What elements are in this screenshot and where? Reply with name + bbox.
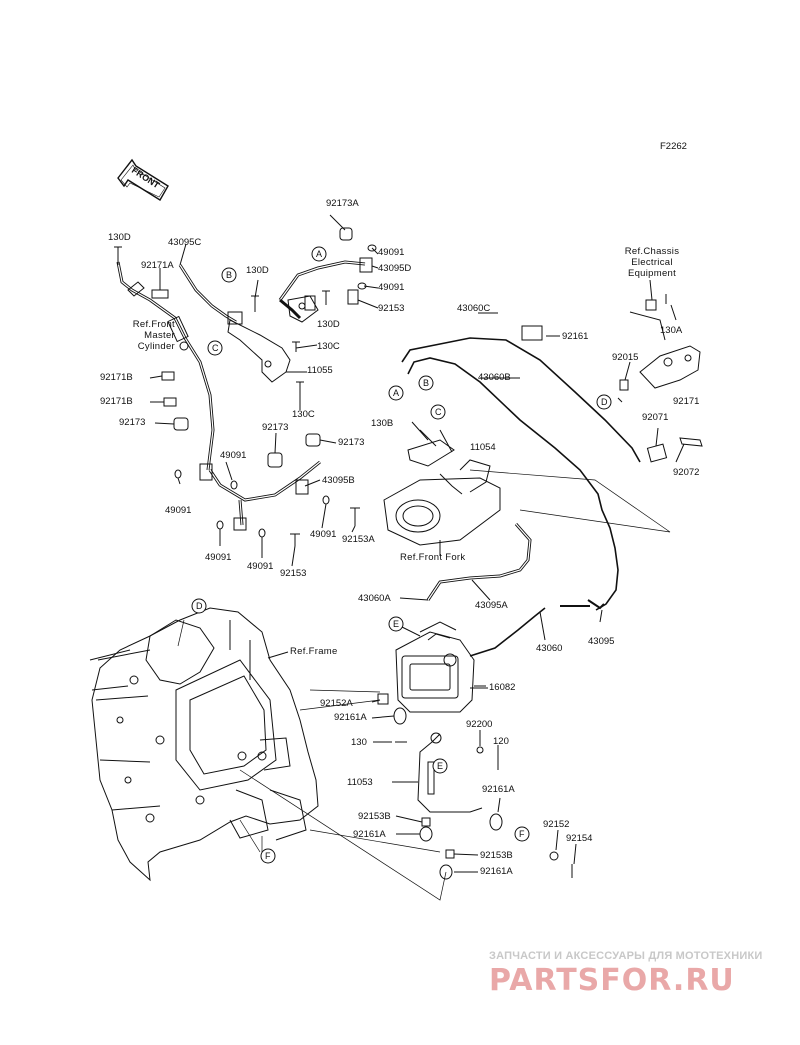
part-92072: 92072 — [673, 467, 700, 478]
part-92153a-a: 92153A — [342, 534, 375, 545]
callout-c-mid: C — [430, 404, 446, 420]
part-49091-c: 49091 — [220, 450, 247, 461]
abs-unit — [395, 621, 486, 713]
part-130: 130 — [351, 737, 367, 748]
left-brake-hoses — [114, 214, 379, 567]
part-92153b-a: 92153B — [358, 811, 391, 822]
part-49091-g: 49091 — [247, 561, 274, 572]
callout-a-mid-label: A — [393, 388, 399, 398]
part-130d-a: 130D — [108, 232, 131, 243]
callout-a-top: A — [311, 246, 327, 262]
front-fork — [383, 421, 501, 556]
part-92173-b: 92173 — [262, 422, 289, 433]
part-92173-c: 92173 — [338, 437, 365, 448]
part-43060a: 43060A — [358, 593, 391, 604]
part-130c-b: 130C — [292, 409, 315, 420]
part-120: 120 — [493, 736, 509, 747]
callout-d-frame: D — [191, 598, 207, 614]
watermark-brand: PARTSFOR.RU — [489, 963, 735, 998]
watermark-tagline: ЗАПЧАСТИ И АКСЕССУАРЫ ДЛЯ МОТОТЕХНИКИ — [489, 950, 763, 962]
part-49091-a: 49091 — [378, 247, 405, 258]
part-49091-e: 49091 — [310, 529, 337, 540]
part-11055: 11055 — [307, 365, 333, 376]
part-92171b-b: 92171B — [100, 396, 133, 407]
callout-d-frame-label: D — [196, 601, 203, 611]
part-49091-d: 49091 — [165, 505, 192, 516]
part-43060: 43060 — [536, 643, 563, 654]
ref-frame: Ref.Frame — [290, 646, 338, 657]
part-92173a: 92173A — [326, 198, 359, 209]
callout-d-right: D — [596, 394, 612, 410]
part-43095: 43095 — [588, 636, 615, 647]
part-49091-f: 49091 — [205, 552, 232, 563]
part-49091-b: 49091 — [378, 282, 405, 293]
callout-d-right-label: D — [601, 397, 608, 407]
part-43095c: 43095C — [168, 237, 202, 248]
callout-e-bracket-label: E — [437, 761, 443, 771]
callout-c-top-label: C — [212, 343, 219, 353]
part-92161a-b: 92161A — [482, 784, 515, 795]
callout-f-frame: F — [260, 848, 276, 864]
part-11054: 11054 — [470, 442, 496, 453]
brake-lines-43060 — [399, 312, 703, 657]
part-16082: 16082 — [489, 682, 516, 693]
callout-e-abs-label: E — [393, 619, 399, 629]
part-130b: 130B — [371, 418, 394, 429]
part-92171: 92171 — [673, 396, 700, 407]
part-92171b-a: 92171B — [100, 372, 133, 383]
part-130c-a: 130C — [317, 341, 340, 352]
callout-b-top: B — [221, 267, 237, 283]
callout-f-bracket: F — [514, 826, 530, 842]
part-92161a-c: 92161A — [353, 829, 386, 840]
figure-code: F2262 — [660, 141, 687, 152]
part-92154: 92154 — [566, 833, 593, 844]
ref-front-master-cylinder: Ref.Front Master Cylinder — [132, 319, 175, 352]
part-43095b: 43095B — [322, 475, 355, 486]
callout-e-abs: E — [388, 616, 404, 632]
part-92152a: 92152A — [320, 698, 353, 709]
part-92173-a: 92173 — [119, 417, 146, 428]
callout-f-frame-label: F — [265, 851, 271, 861]
part-92171a: 92171A — [141, 260, 174, 271]
callout-c-mid-label: C — [435, 407, 442, 417]
part-130d-c: 130D — [317, 319, 340, 330]
ref-chassis-electrical: Ref.Chassis Electrical Equipment — [624, 246, 680, 279]
part-43060b: 43060B — [478, 372, 511, 383]
ref-front-fork: Ref.Front Fork — [400, 552, 466, 563]
callout-a-top-label: A — [316, 249, 322, 259]
part-43095d: 43095D — [378, 263, 412, 274]
part-92071: 92071 — [642, 412, 669, 423]
callout-a-mid: A — [388, 385, 404, 401]
callout-c-top: C — [207, 340, 223, 356]
part-92153-a: 92153 — [378, 303, 405, 314]
part-130d-b: 130D — [246, 265, 269, 276]
part-92200: 92200 — [466, 719, 493, 730]
part-92153b-b: 92153B — [480, 850, 513, 861]
part-130a: 130A — [660, 325, 683, 336]
part-11053: 11053 — [347, 777, 373, 788]
part-92152: 92152 — [543, 819, 570, 830]
part-92015: 92015 — [612, 352, 639, 363]
part-43095a: 43095A — [475, 600, 508, 611]
callout-b-mid: B — [418, 375, 434, 391]
bracket-11053 — [371, 687, 577, 880]
callout-b-top-label: B — [226, 270, 232, 280]
part-92161a-d: 92161A — [480, 866, 513, 877]
right-bracket-92171 — [617, 279, 701, 403]
front-arrow-icon — [117, 158, 169, 201]
part-92153-b: 92153 — [280, 568, 307, 579]
callout-e-bracket: E — [432, 758, 448, 774]
frame — [89, 607, 447, 901]
part-92161a-a: 92161A — [334, 712, 367, 723]
callout-f-bracket-label: F — [519, 829, 525, 839]
part-43060c: 43060C — [457, 303, 491, 314]
callout-b-mid-label: B — [423, 378, 429, 388]
part-92161: 92161 — [562, 331, 589, 342]
